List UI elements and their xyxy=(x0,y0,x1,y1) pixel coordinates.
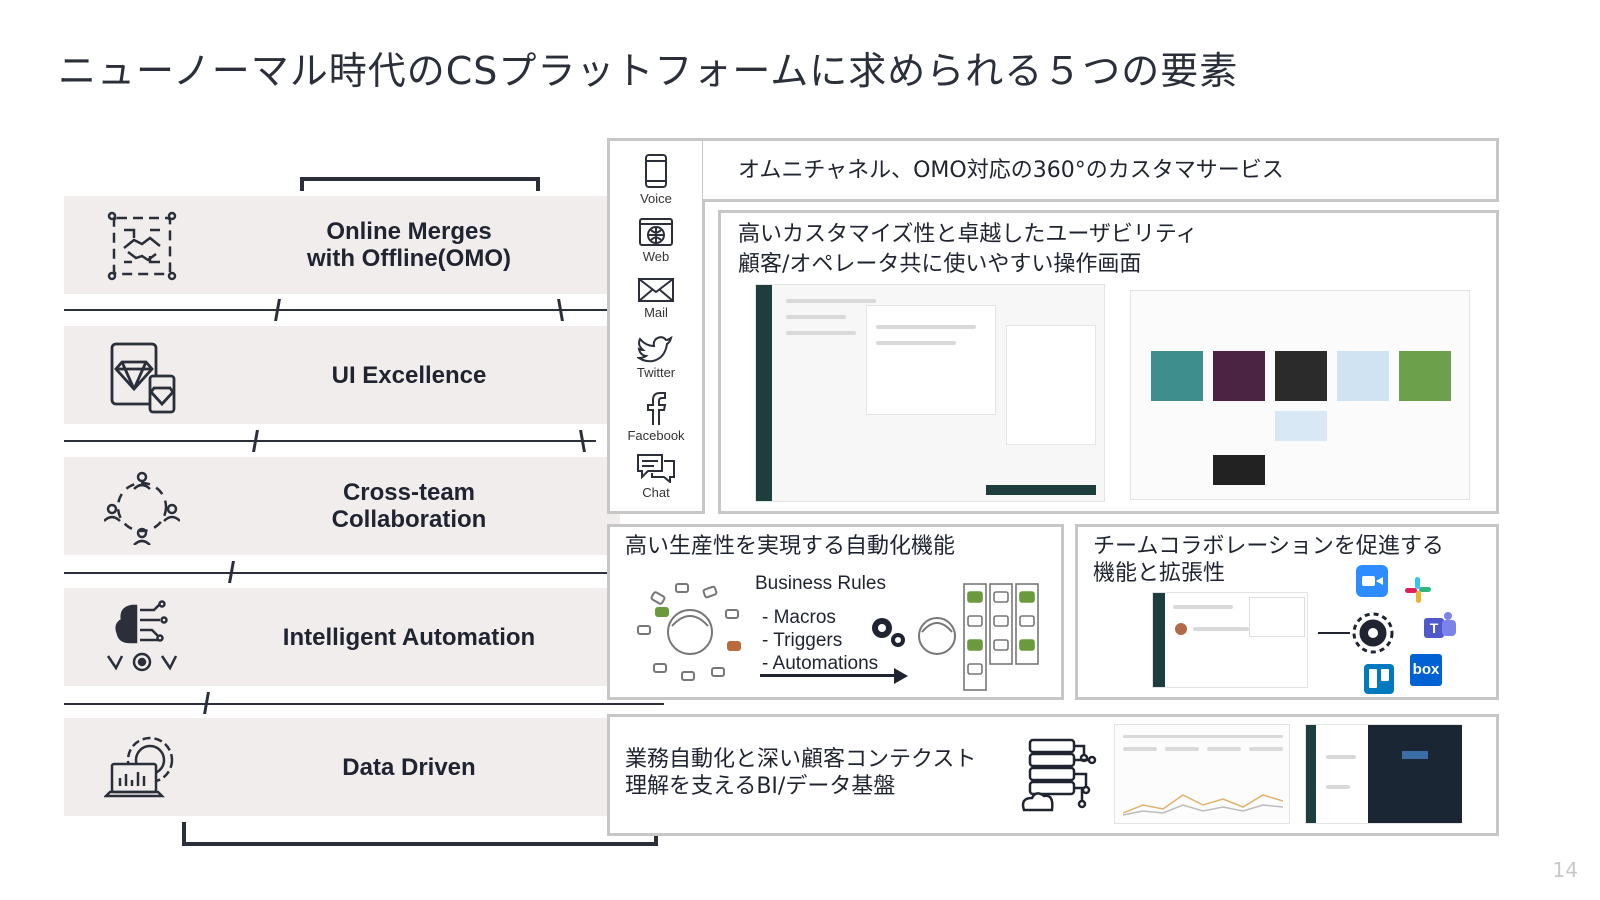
channel-label: Voice xyxy=(640,191,672,206)
connector-line xyxy=(1318,632,1350,634)
laptop-chart-gear-icon xyxy=(104,736,174,798)
globe-icon xyxy=(639,218,673,246)
help-center-screenshot xyxy=(1130,290,1470,500)
pillar-label: Online Merges with Offline(OMO) xyxy=(307,218,511,272)
pillar-ui: UI Excellence xyxy=(64,326,620,424)
business-rules-list: - Macros - Triggers - Automations xyxy=(762,607,879,674)
omni-text: オムニチャネル、OMO対応の360°のカスタマサービス xyxy=(738,158,1284,183)
channel-label: Chat xyxy=(642,485,670,500)
channel-mail: Mail xyxy=(611,277,701,320)
team-network-icon xyxy=(104,471,180,545)
agent-overwhelmed-icon xyxy=(637,583,741,681)
arrow-head xyxy=(894,668,908,684)
divider xyxy=(64,309,609,311)
trello-icon xyxy=(1364,664,1394,694)
ui-text: 高いカスタマイズ性と卓越したユーザビリティ 顧客/オペレータ共に使いやすい操作画… xyxy=(738,222,1198,277)
automation-heading: 高い生産性を実現する自動化機能 xyxy=(625,534,956,559)
channel-label: Facebook xyxy=(627,428,685,443)
chat-icon xyxy=(637,454,675,483)
handshake-circuit-icon xyxy=(107,211,177,281)
pillar-label: UI Excellence xyxy=(331,361,487,389)
agent-relaxed-icon xyxy=(918,617,956,655)
database-cloud-icon xyxy=(1021,738,1097,812)
channel-column xyxy=(607,138,705,514)
facebook-icon xyxy=(647,392,667,425)
dashboard-screenshot xyxy=(1114,724,1290,824)
pillar-label: Cross-team Collaboration xyxy=(331,479,487,533)
tablet-phone-diamond-icon xyxy=(110,342,176,414)
channel-label: Mail xyxy=(644,305,668,320)
top-bracket xyxy=(300,177,540,191)
channel-web: Web xyxy=(611,217,701,264)
channel-label: Web xyxy=(642,249,670,264)
pillar-automation: Intelligent Automation xyxy=(64,588,620,686)
ticket-stack-icon xyxy=(963,583,1039,691)
arrow xyxy=(760,674,896,677)
gears-icon xyxy=(872,618,905,647)
channel-chat: Chat xyxy=(611,453,701,500)
bottom-bracket xyxy=(182,822,658,846)
twitter-icon xyxy=(637,335,673,363)
channel-label: Twitter xyxy=(636,365,676,380)
mail-icon xyxy=(638,278,674,302)
divider xyxy=(64,440,596,442)
pillar-label: Data Driven xyxy=(342,753,476,781)
bi-text: 業務自動化と深い顧客コンテクスト 理解を支えるBI/データ基盤 xyxy=(625,747,977,799)
omni-box xyxy=(703,138,1499,202)
pillar-label: Intelligent Automation xyxy=(282,623,536,651)
box-icon: box xyxy=(1410,654,1442,686)
page-title: ニューノーマル時代のCSプラットフォームに求められる５つの要素 xyxy=(58,49,1239,93)
channel-voice: Voice xyxy=(611,153,701,206)
side-conversation-screenshot xyxy=(1152,592,1308,688)
pillar-collab: Cross-team Collaboration xyxy=(64,457,620,555)
divider xyxy=(64,572,609,574)
agent-workspace-screenshot xyxy=(755,284,1105,502)
page-number: 14 xyxy=(1552,858,1578,882)
teams-icon: T xyxy=(1424,612,1456,642)
channel-facebook: Facebook xyxy=(611,392,701,443)
channel-twitter: Twitter xyxy=(611,333,701,380)
slack-icon xyxy=(1405,577,1431,603)
pillar-omo: Online Merges with Offline(OMO) xyxy=(64,196,620,294)
gear-hub-icon xyxy=(1352,612,1394,654)
brain-gear-icon xyxy=(106,600,178,672)
business-rules-label: Business Rules xyxy=(755,573,886,594)
pillar-data: Data Driven xyxy=(64,718,620,816)
phone-icon xyxy=(645,154,667,188)
zoom-icon xyxy=(1356,565,1388,597)
collab-text: チームコラボレーションを促進する 機能と拡張性 xyxy=(1093,534,1444,586)
divider xyxy=(64,703,664,705)
reporting-menu-screenshot xyxy=(1305,724,1462,824)
